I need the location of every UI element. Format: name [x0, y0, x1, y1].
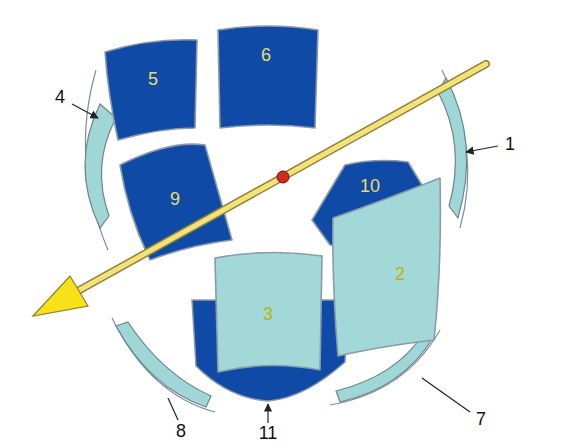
panel-number: 10 — [360, 177, 380, 197]
panel-outline — [333, 178, 441, 356]
panel: 3 — [210, 244, 326, 376]
side-sliver — [438, 78, 467, 218]
callout-number: 8 — [176, 422, 186, 442]
panel-number: 5 — [148, 70, 158, 90]
panel: 9 — [115, 138, 237, 264]
panel-shape — [213, 20, 323, 132]
panel: 2 — [328, 174, 444, 360]
panel-outline — [105, 40, 197, 140]
leader-line — [466, 146, 498, 152]
axis-shaft — [76, 64, 486, 292]
panel: 6 — [213, 20, 323, 132]
panel-outline — [218, 26, 318, 128]
panel-outline — [215, 252, 322, 372]
panel-number: 3 — [263, 305, 273, 325]
callout-anchor: 7 — [476, 410, 486, 430]
side-sliver — [85, 104, 116, 228]
panel-shape — [328, 174, 444, 360]
leader-line — [267, 404, 268, 423]
panel-number: 6 — [261, 46, 271, 66]
panel-number: 2 — [395, 265, 405, 285]
callout-anchor: 11 — [259, 424, 278, 444]
callout-anchor: 1 — [505, 135, 515, 155]
callout-number: 1 — [505, 135, 515, 155]
panel-shape — [100, 34, 202, 146]
callout-anchor: 4 — [55, 88, 65, 108]
callout-number: 4 — [55, 88, 65, 108]
leader-line — [168, 398, 178, 420]
center-dot — [277, 171, 289, 183]
axis-shaft — [76, 64, 486, 292]
panel: 5 — [100, 34, 202, 146]
callout-anchor: 8 — [176, 422, 186, 442]
panel-outline — [120, 144, 232, 260]
side-sliver — [116, 322, 211, 407]
callout-number: 7 — [476, 410, 486, 430]
panel-number: 9 — [170, 190, 180, 210]
leader-line — [422, 378, 470, 412]
callout-number: 11 — [259, 424, 278, 444]
axis-arrowhead — [33, 276, 88, 316]
leader-line — [72, 104, 98, 118]
